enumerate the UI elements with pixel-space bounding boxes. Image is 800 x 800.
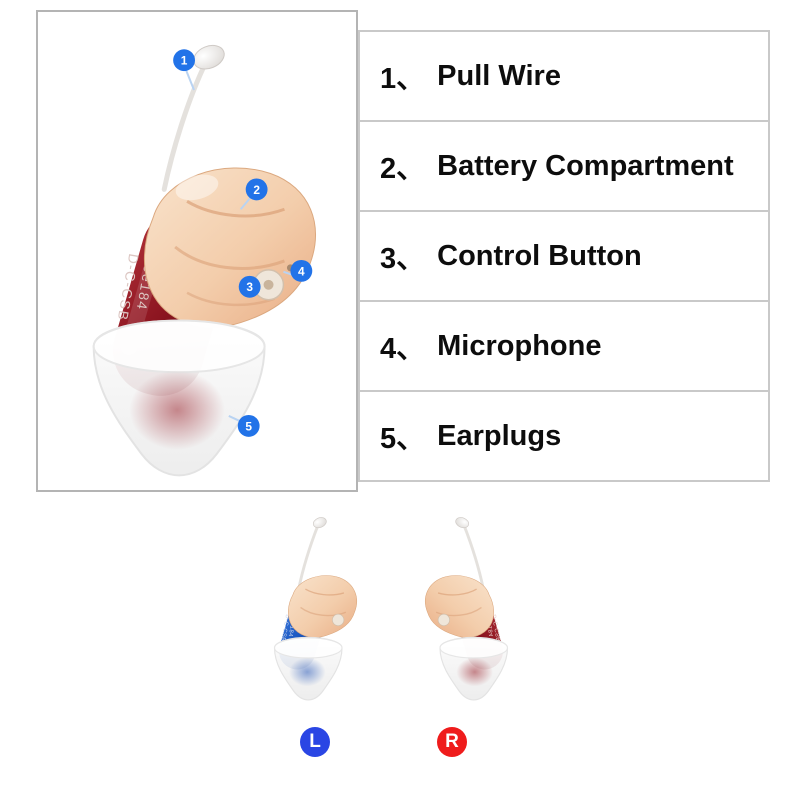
hearing-aid-diagram: aee5e184 D-C-CSB bbox=[92, 44, 317, 477]
parts-table: 1、 Pull Wire 2、 Battery Compartment 3、 C… bbox=[358, 30, 770, 482]
svg-text:3: 3 bbox=[246, 280, 253, 294]
earplug-dome bbox=[273, 636, 343, 701]
right-badge: R bbox=[437, 727, 467, 757]
left-ear-device: aee5e184 D-C-CSB bbox=[250, 512, 380, 724]
control-button bbox=[437, 613, 451, 627]
table-row-earplugs: 5、 Earplugs bbox=[358, 390, 770, 482]
table-row-battery-compartment: 2、 Battery Compartment bbox=[358, 120, 770, 212]
left-ear-device-image: aee5e184 D-C-CSB bbox=[273, 517, 357, 701]
pull-wire bbox=[161, 44, 225, 192]
row-label: Control Button bbox=[437, 239, 642, 272]
row-number: 1、 bbox=[380, 63, 426, 95]
svg-text:D-C-CSB: D-C-CSB bbox=[492, 614, 503, 642]
left-badge: L bbox=[300, 727, 330, 757]
control-button bbox=[331, 613, 345, 627]
row-number: 2、 bbox=[380, 153, 426, 185]
callout-3: 3 bbox=[238, 275, 261, 298]
row-label: Battery Compartment bbox=[437, 149, 734, 182]
product-photo-box: aee5e184 D-C-CSB bbox=[36, 10, 358, 492]
row-label: Pull Wire bbox=[437, 59, 561, 92]
svg-text:2: 2 bbox=[253, 183, 260, 197]
svg-text:5: 5 bbox=[245, 419, 252, 433]
table-row-pull-wire: 1、 Pull Wire bbox=[358, 30, 770, 122]
callout-1: 1 bbox=[173, 49, 196, 72]
pull-wire bbox=[455, 517, 485, 591]
svg-text:1: 1 bbox=[181, 54, 188, 68]
table-row-control-button: 3、 Control Button bbox=[358, 210, 770, 302]
earplug-dome bbox=[439, 636, 509, 701]
callout-5: 5 bbox=[237, 414, 260, 437]
mirrored-device: aee5e184 D-C-CSB bbox=[425, 517, 509, 701]
ear-shell bbox=[143, 167, 317, 328]
row-label: Microphone bbox=[437, 329, 602, 362]
table-row-microphone: 4、 Microphone bbox=[358, 300, 770, 392]
right-ear-device: aee5e184 D-C-CSB bbox=[402, 512, 532, 724]
row-number: 4、 bbox=[380, 333, 426, 365]
svg-text:D-C-CSB: D-C-CSB bbox=[279, 614, 290, 642]
row-number: 5、 bbox=[380, 423, 426, 455]
earplug-dome bbox=[92, 319, 266, 477]
row-label: Earplugs bbox=[437, 419, 562, 452]
pull-wire bbox=[297, 517, 327, 591]
callout-4: 4 bbox=[290, 259, 313, 282]
svg-text:4: 4 bbox=[298, 264, 305, 278]
callout-2: 2 bbox=[245, 178, 268, 201]
right-ear-device-image: aee5e184 D-C-CSB bbox=[425, 517, 509, 701]
row-number: 3、 bbox=[380, 243, 426, 275]
